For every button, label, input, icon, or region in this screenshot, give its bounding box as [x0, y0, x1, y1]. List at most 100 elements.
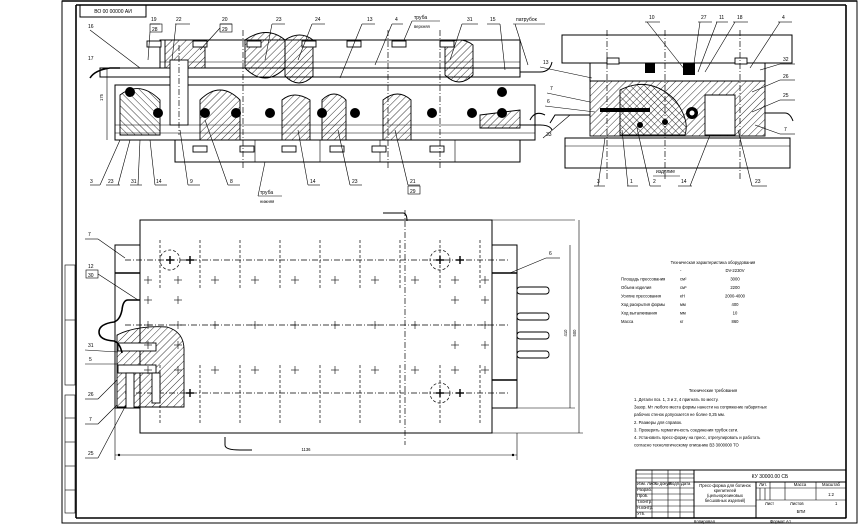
- fastener-mark: [211, 276, 219, 284]
- fastener-mark: [481, 366, 489, 374]
- tech-requirements: Технические требования 1. Детали поз. 1,…: [634, 388, 768, 448]
- callouts-side: 10 27 11 18 4 32 13 26 7 25 6 33 7 3 1 2…: [539, 15, 795, 187]
- nozzle-connectors: [516, 286, 550, 359]
- svg-text:14: 14: [681, 179, 687, 185]
- spec-value: 2200: [730, 285, 740, 290]
- svg-text:крепителей: крепителей: [714, 488, 737, 493]
- title-block: КУ 30000.00 СБ Пресс-форма для ботинок к…: [635, 469, 847, 524]
- svg-text:23: 23: [352, 179, 358, 185]
- svg-text:8: 8: [230, 179, 233, 185]
- scale-value: 1:2: [828, 492, 834, 497]
- svg-text:Лист: Лист: [765, 501, 774, 506]
- fastener-mark: [291, 366, 299, 374]
- fastener-mark: [481, 296, 489, 304]
- svg-text:Подп.: Подп.: [669, 481, 680, 486]
- svg-text:18: 18: [737, 15, 743, 21]
- svg-text:Масса: Масса: [794, 482, 807, 487]
- fastener-marks: [144, 240, 489, 425]
- svg-text:труба: труба: [414, 15, 427, 21]
- requirement-line: рабочих стенок допускается не более 0,25…: [634, 412, 725, 417]
- callouts-top-bottom: 3 23 31 14 9 8 14 23 21 29 труба нижняя: [90, 119, 421, 204]
- height-dimension: 175: [99, 93, 104, 101]
- svg-text:Дата: Дата: [681, 481, 691, 486]
- svg-text:15: 15: [490, 17, 496, 23]
- svg-text:25: 25: [88, 451, 94, 457]
- fastener-mark: [144, 276, 152, 284]
- svg-text:31: 31: [131, 179, 137, 185]
- requirement-line: 4. Установить пресс-форму на пресс, отре…: [634, 435, 761, 440]
- svg-text:29: 29: [410, 189, 416, 195]
- spec-name: Масса: [621, 319, 634, 324]
- drawing-code-stamp: ВО 00 00000 АИ: [79, 4, 147, 18]
- svg-text:23: 23: [276, 17, 282, 23]
- fastener-mark: [371, 276, 379, 284]
- fastener-mark: [331, 276, 339, 284]
- fastener-mark: [251, 276, 259, 284]
- fastener-mark: [211, 366, 219, 374]
- svg-text:13: 13: [543, 60, 549, 66]
- svg-text:24: 24: [315, 17, 321, 23]
- plan-view: 1136 410 500: [98, 210, 583, 460]
- svg-text:5: 5: [89, 357, 92, 363]
- svg-text:33: 33: [546, 132, 552, 138]
- svg-text:19: 19: [151, 17, 157, 23]
- svg-text:верхняя: верхняя: [414, 24, 430, 29]
- width-outer-dimension: 500: [572, 329, 577, 337]
- svg-text:23: 23: [108, 179, 114, 185]
- svg-text:10: 10: [649, 15, 655, 21]
- locating-pin-mark: [456, 256, 464, 264]
- spec-value: 2000-4000: [725, 294, 746, 299]
- svg-text:6: 6: [549, 251, 552, 257]
- svg-text:29: 29: [222, 27, 228, 33]
- fastener-mark: [451, 296, 459, 304]
- svg-text:6: 6: [547, 99, 550, 105]
- svg-text:Утв.: Утв.: [637, 511, 645, 516]
- fastener-mark: [371, 321, 379, 329]
- spec-name: Ход раскрытия формы: [621, 302, 665, 307]
- tech-spec-title: Техническая характеристика оборудования: [671, 260, 756, 265]
- spec-unit: см³: [680, 285, 687, 290]
- svg-text:7: 7: [89, 417, 92, 423]
- requirement-line: Зазор. Мт любого места формы нанести на …: [634, 405, 768, 410]
- fastener-mark: [451, 366, 459, 374]
- svg-text:Формат А1: Формат А1: [770, 519, 792, 524]
- svg-text:Разраб.: Разраб.: [637, 487, 652, 492]
- fastener-mark: [144, 296, 152, 304]
- svg-text:23: 23: [755, 179, 761, 185]
- requirement-line: 3. Проверить герметичность соединения тр…: [634, 427, 738, 432]
- svg-text:30: 30: [88, 273, 94, 279]
- svg-text:26: 26: [783, 74, 789, 80]
- svg-text:Изм. Лист: Изм. Лист: [637, 481, 656, 486]
- svg-text:16: 16: [88, 24, 94, 30]
- spec-name: Площадь прессования: [621, 277, 665, 282]
- svg-text:Пресс-форма для ботинок: Пресс-форма для ботинок: [699, 483, 751, 488]
- svg-text:27: 27: [701, 15, 707, 21]
- callouts-top: 16 17 19 28 22 20 29 23 24 13 4 труба ве…: [88, 15, 545, 79]
- svg-text:31: 31: [88, 343, 94, 349]
- spec-value: 3000: [730, 277, 740, 282]
- fastener-mark: [291, 321, 299, 329]
- spec-name: Усилие прессования: [621, 294, 661, 299]
- fastener-mark: [251, 321, 259, 329]
- requirement-line: согласно технологическому описанию ВЗ 30…: [634, 443, 740, 448]
- locating-pin-mark: [456, 389, 464, 397]
- fastener-mark: [144, 341, 152, 349]
- fastener-mark: [331, 321, 339, 329]
- svg-text:2: 2: [653, 179, 656, 185]
- fastener-mark: [371, 366, 379, 374]
- svg-text:13: 13: [367, 17, 373, 23]
- svg-text:патрубок: патрубок: [516, 17, 538, 23]
- side-section-view: [529, 30, 794, 180]
- svg-text:28: 28: [152, 27, 158, 33]
- svg-text:21: 21: [410, 179, 416, 185]
- svg-text:11: 11: [719, 15, 724, 21]
- side-stamp: [64, 264, 76, 514]
- svg-text:Н.контр.: Н.контр.: [637, 505, 653, 510]
- fastener-mark: [411, 366, 419, 374]
- front-section-view: 175: [89, 30, 553, 170]
- spec-unit: мм: [680, 302, 686, 307]
